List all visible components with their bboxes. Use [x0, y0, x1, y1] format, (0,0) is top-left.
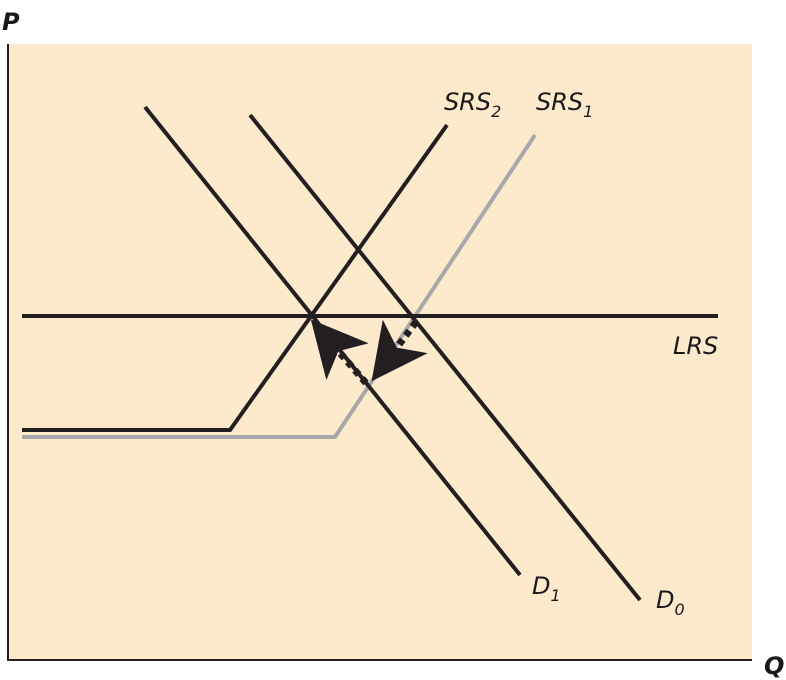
d0-label: D0: [656, 586, 685, 619]
srs1-label: SRS1: [536, 88, 593, 121]
plot-background: [8, 44, 752, 660]
srs1-curve: [22, 133, 537, 439]
x-axis-label: Q: [764, 652, 784, 680]
d1-label: D1: [532, 572, 561, 605]
lrs-label: LRS: [673, 332, 718, 360]
y-axis-label: P: [2, 8, 20, 36]
shift-arrow-demand: [371, 319, 428, 382]
srs2-curve: [22, 123, 449, 432]
shift-arrow-supply: [310, 319, 369, 386]
srs2-label: SRS2: [444, 88, 501, 121]
d0-curve: [248, 113, 642, 602]
